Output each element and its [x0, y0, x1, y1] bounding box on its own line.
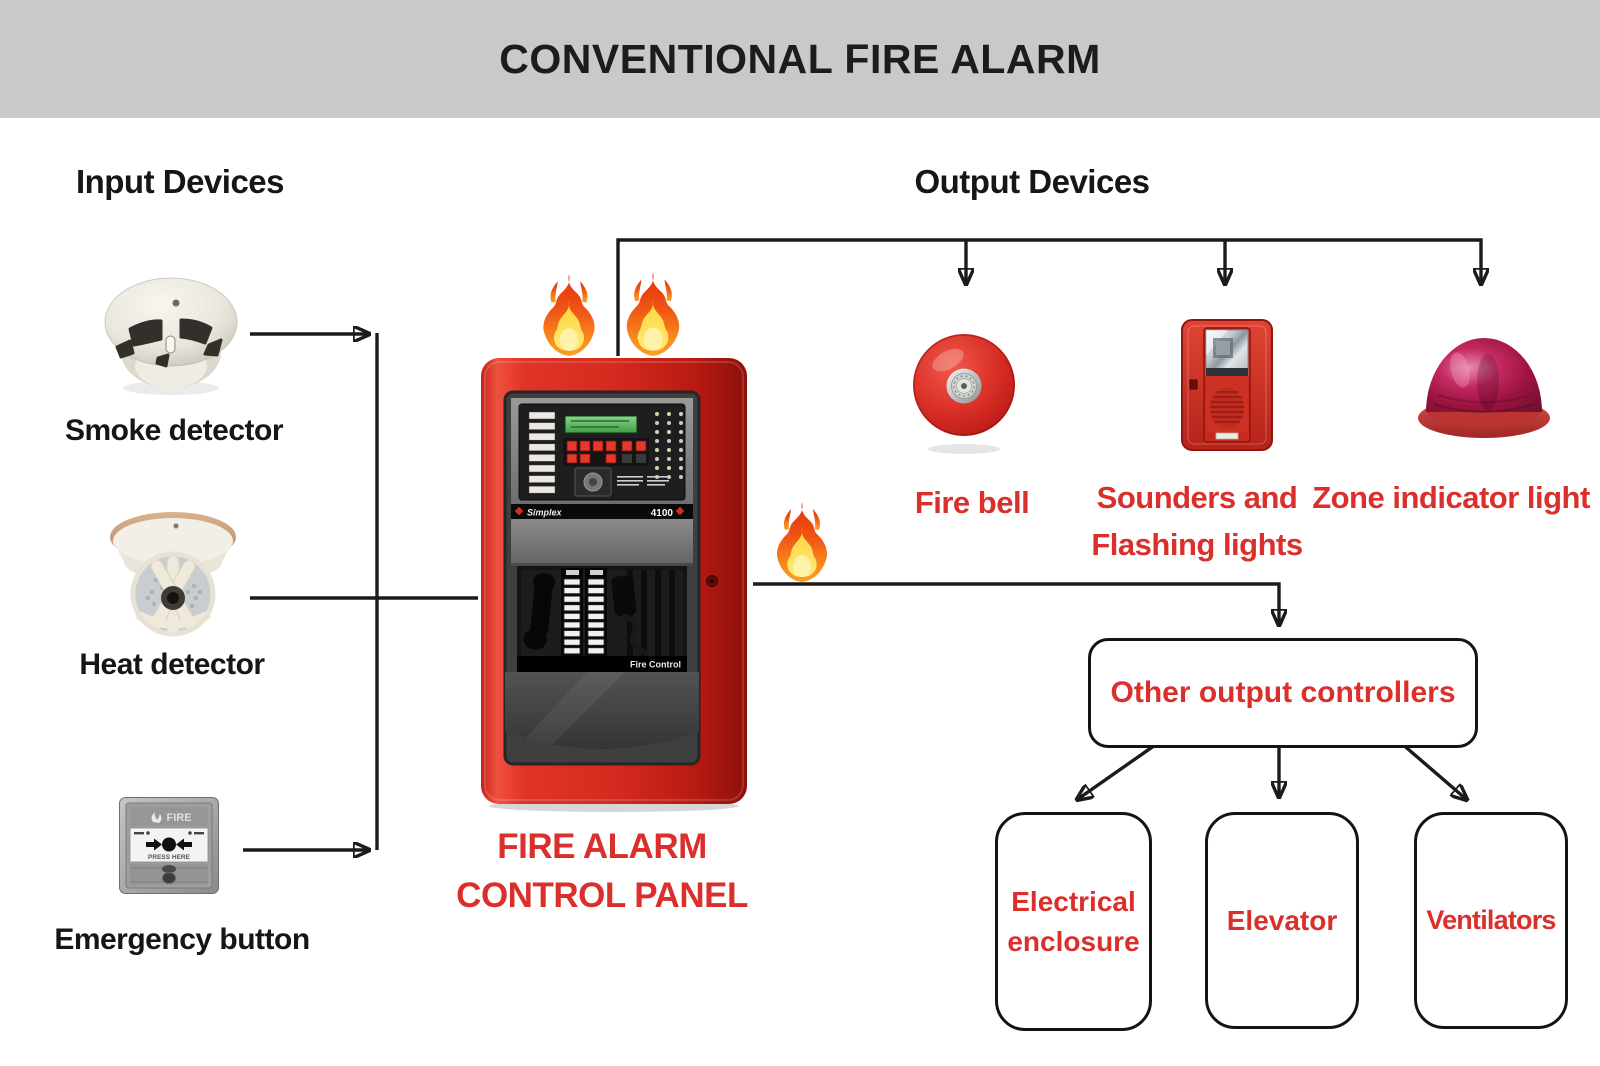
- wire-controllers-to-electrical: [1078, 741, 1159, 799]
- smoke-detector-image: [104, 277, 238, 395]
- flame-icon: [538, 272, 600, 358]
- ventilators-box: Ventilators: [1414, 812, 1568, 1029]
- emergency-button-image: FIRE PRESS HERE: [119, 797, 219, 894]
- wire-panel-to-controllers: [753, 582, 1279, 624]
- press-target: [146, 837, 192, 852]
- speaker-grille: [1210, 387, 1244, 429]
- title-banner: CONVENTIONAL FIRE ALARM: [0, 0, 1600, 118]
- microphone-icon: [611, 575, 637, 617]
- sounder-strobe-label: Sounders and Flashing lights: [1091, 480, 1303, 562]
- panel-display: [528, 411, 683, 497]
- zone-indicator-light-image: [1418, 338, 1550, 438]
- input-devices-heading: Input Devices: [75, 163, 285, 200]
- panel-compartment: Fire Control: [517, 566, 687, 672]
- output-devices-heading: Output Devices: [914, 163, 1150, 200]
- sounder-strobe-image: [1181, 319, 1273, 451]
- control-panel-image: Simplex 4100: [481, 358, 747, 812]
- fire-bell-image: [913, 334, 1015, 454]
- other-output-controllers-box: Other output controllers: [1088, 638, 1478, 748]
- wire-output-bus: [616, 238, 1481, 356]
- smoke-detector-vents: [115, 318, 223, 368]
- switch-columns: [563, 578, 605, 655]
- control-panel-label: FIRE ALARM CONTROL PANEL: [456, 827, 748, 915]
- flame-icon: [621, 270, 685, 358]
- fire-bell-label: Fire bell: [914, 485, 1030, 520]
- elevator-box: Elevator: [1205, 812, 1359, 1029]
- smoke-detector-label: Smoke detector: [64, 414, 284, 447]
- panel-led-grid: [655, 412, 683, 479]
- strobe-lens: [1205, 329, 1249, 377]
- panel-door-label: Fire Control: [630, 660, 681, 670]
- handset-icon: [523, 573, 556, 650]
- emergency-fire-text: FIRE: [166, 812, 191, 824]
- emergency-status-marks: [134, 831, 204, 835]
- electrical-enclosure-box: Electrical enclosure: [995, 812, 1152, 1031]
- heat-detector-image: [110, 512, 236, 637]
- emergency-button-label: Emergency button: [54, 923, 310, 956]
- panel-model-text: 4100: [651, 508, 674, 519]
- panel-brand-text: Simplex: [527, 508, 563, 518]
- press-here-text: PRESS HERE: [148, 854, 191, 861]
- panel-lower-door: [505, 672, 699, 749]
- fire-icon: [151, 812, 162, 823]
- wire-controllers-to-ventilators: [1399, 741, 1466, 799]
- zone-indicator-light-label: Zone indicator light: [1312, 480, 1590, 515]
- panel-fine-print: [617, 476, 669, 486]
- heat-detector-label: Heat detector: [79, 648, 265, 681]
- page-title: CONVENTIONAL FIRE ALARM: [499, 36, 1101, 82]
